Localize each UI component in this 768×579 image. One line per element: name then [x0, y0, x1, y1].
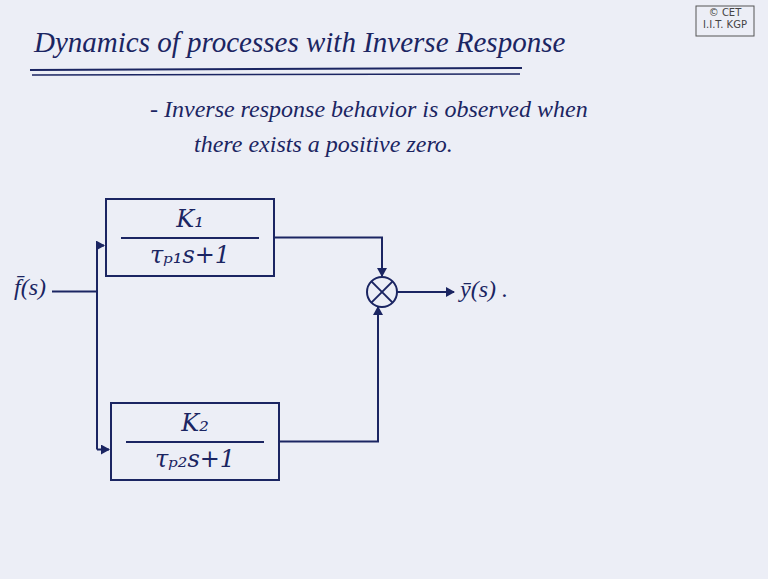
fraction-bar — [121, 237, 259, 239]
gain-numerator: K₁ — [176, 206, 204, 234]
branch-wire — [97, 449, 109, 451]
note-text: - Inverse response behavior is observed … — [150, 92, 624, 162]
output-wire — [280, 307, 378, 442]
title-underline — [30, 68, 522, 70]
fraction-bar — [126, 441, 264, 443]
junction-cross — [371, 281, 392, 302]
watermark: © CET I.I.T. KGP — [698, 7, 752, 31]
branch-wire — [97, 245, 104, 247]
split-wire — [96, 246, 98, 450]
slide-title: Dynamics of processes with Inverse Respo… — [34, 26, 565, 59]
output-wire — [275, 238, 382, 276]
output-arrow — [397, 291, 454, 293]
gain-numerator: K₂ — [181, 410, 209, 438]
denominator: τₚ₁s+1 — [150, 242, 230, 270]
input-signal: f̄(s) — [14, 274, 46, 301]
junction-cross — [371, 281, 392, 302]
input-wire — [52, 291, 97, 293]
output-signal: ȳ(s) . — [460, 276, 508, 303]
summing-junction — [367, 277, 397, 307]
title-underline — [32, 74, 520, 75]
transfer-function-box: K₂ τₚ₂s+1 — [110, 402, 280, 481]
watermark-frame — [696, 6, 754, 36]
denominator: τₚ₂s+1 — [155, 446, 235, 474]
transfer-function-box: K₁ τₚ₁s+1 — [105, 198, 275, 277]
